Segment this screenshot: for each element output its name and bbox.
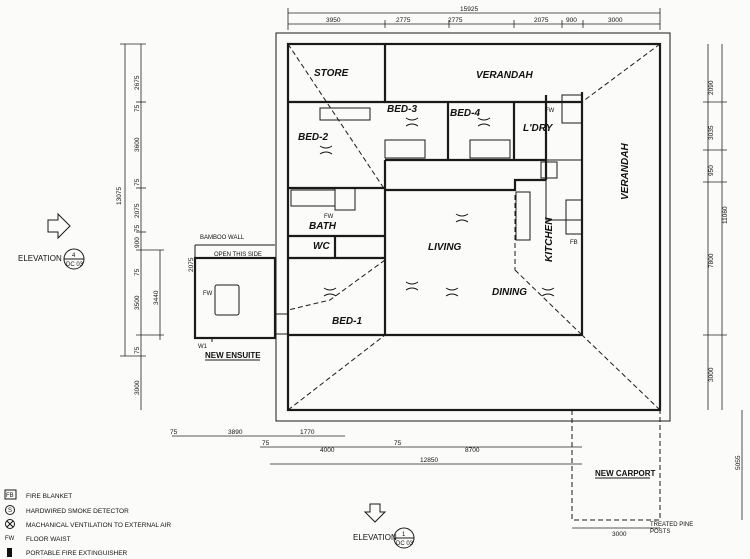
ensuite-fw: FW [203,291,213,297]
room-verandah-right: VERANDAH [620,143,631,200]
elevation-4-marker: ELEVATION 4 DC 03 [18,212,85,270]
legend-fb-symbol: FB [6,493,14,499]
dim-right-5: 7800 [708,253,715,268]
extinguisher-icon [7,548,12,557]
treated-posts-label-1: TREATED PINE [650,522,693,528]
ceiling-fan-icon [323,287,337,297]
kitchen-fb: FB [570,240,578,246]
elevation-4-label: ELEVATION [18,254,62,263]
dim-bot1-1: 75 [170,429,178,436]
room-living: LIVING [428,242,462,253]
new-carport-label: NEW CARPORT [595,469,656,478]
dim-carport: 3000 [612,531,627,538]
dim-bot1-3: 1770 [300,429,315,436]
elevation-1-num: 1 [402,532,406,538]
dim-right-4: 11060 [722,206,729,224]
ceiling-fan-icon [477,117,491,127]
dim-left-10: 3440 [153,290,160,305]
dim-bot2-1: 75 [262,440,270,447]
dim-left-5: 2075 [134,203,141,218]
dim-bot2-4: 8700 [465,447,480,454]
dim-left-8: 75 [134,268,141,276]
dim-right-2: 3035 [708,125,715,140]
ceiling-fan-icon [541,287,555,297]
ceiling-fans [319,117,555,297]
roof-outline [287,43,661,411]
elevation-4-sheet: DC 03 [66,262,84,268]
dim-right-1: 2090 [708,80,715,95]
room-store: STORE [314,68,349,79]
elevation-4-num: 4 [72,253,76,259]
elevation-1-label: ELEVATION [353,533,397,542]
legend-fw-symbol: FW [5,536,15,542]
open-this-side-label: OPEN THIS SIDE [214,252,262,258]
bottom-dimensions: 75 3890 1770 75 4000 75 8700 12850 [170,429,582,465]
room-bath: BATH [309,221,337,232]
ceiling-fan-icon [319,145,333,155]
dim-left-1: 2675 [134,75,141,90]
dim-top-total: 15925 [460,6,478,13]
dim-bot3: 12850 [420,457,438,464]
elevation-1-marker: ELEVATION 1 DC 03 [353,503,415,549]
ceiling-fan-icon [405,281,419,291]
dim-bot1-2: 3890 [228,429,243,436]
dim-top-5: 900 [566,17,577,24]
room-wc: WC [313,241,330,252]
room-bed4: BED-4 [450,108,480,119]
dim-right-3: 950 [708,165,715,176]
dim-ensuite-side: 2075 [188,257,195,272]
elevation-1-sheet: DC 03 [396,541,414,547]
ceiling-fan-icon [445,287,459,297]
dim-left-total: 13075 [116,187,123,205]
legend-floor-waist: FLOOR WAIST [26,536,71,543]
legend-extinguisher: PORTABLE FIRE EXTINGUISHER [26,550,128,557]
dim-left-9: 3500 [134,295,141,310]
room-kitchen: KITCHEN [544,217,555,262]
dim-left-3: 3600 [134,137,141,152]
room-verandah-top: VERANDAH [476,70,533,81]
ceiling-fan-icon [405,117,419,127]
dim-left-6: 75 [134,224,141,232]
dim-bot2-2: 4000 [320,447,335,454]
ventilation-icon [5,519,15,529]
room-bed1: BED-1 [332,316,362,327]
treated-posts-label-2: POSTS [650,529,670,535]
bath-fw: FW [324,214,334,220]
dim-right-7: 5055 [735,455,742,470]
bamboo-wall-label: BAMBOO WALL [200,235,245,241]
room-labels: STORE VERANDAH BED-3 BED-4 L'DRY BED-2 B… [298,68,631,327]
legend: FB FIRE BLANKET S HARDWIRED SMOKE DETECT… [4,489,171,557]
ldry-fw: FW [545,108,555,114]
right-dimensions: 2090 3035 950 11060 7800 3000 5055 [703,44,743,520]
legend-fire-blanket: FIRE BLANKET [26,493,72,500]
dim-right-6: 3000 [708,367,715,382]
left-dimensions: 13075 2675 75 3600 75 2075 75 900 75 350… [116,43,195,410]
house-walls [275,32,671,422]
room-ldry: L'DRY [523,123,554,134]
new-carport: 3000 NEW CARPORT TREATED PINE POSTS [571,410,693,538]
dim-top-4: 2075 [534,17,549,24]
dim-top-6: 3000 [608,17,623,24]
new-ensuite: BAMBOO WALL OPEN THIS SIDE W1 NEW ENSUIT… [193,235,289,361]
top-dimensions: 15925 3950 2775 2775 2075 900 3000 [287,6,661,30]
legend-sd-symbol: S [8,508,12,514]
dim-bot2-3: 75 [394,440,402,447]
room-bed2: BED-2 [298,132,328,143]
room-dining: DINING [492,287,527,298]
dim-left-11: 75 [134,346,141,354]
dim-left-2: 75 [134,104,141,112]
ceiling-fan-icon [455,213,469,223]
w1-label: W1 [198,344,208,350]
new-ensuite-label: NEW ENSUITE [205,351,261,360]
legend-ventilation: MACHANICAL VENTILATION TO EXTERNAL AIR [26,522,171,529]
dim-left-4: 75 [134,178,141,186]
room-bed3: BED-3 [387,104,417,115]
dim-left-12: 3000 [134,380,141,395]
dim-top-1: 3950 [326,17,341,24]
dim-top-2: 2775 [396,17,411,24]
legend-smoke-detector: HARDWIRED SMOKE DETECTOR [26,508,129,515]
dim-top-3: 2775 [448,17,463,24]
dim-left-7: 900 [134,237,141,248]
